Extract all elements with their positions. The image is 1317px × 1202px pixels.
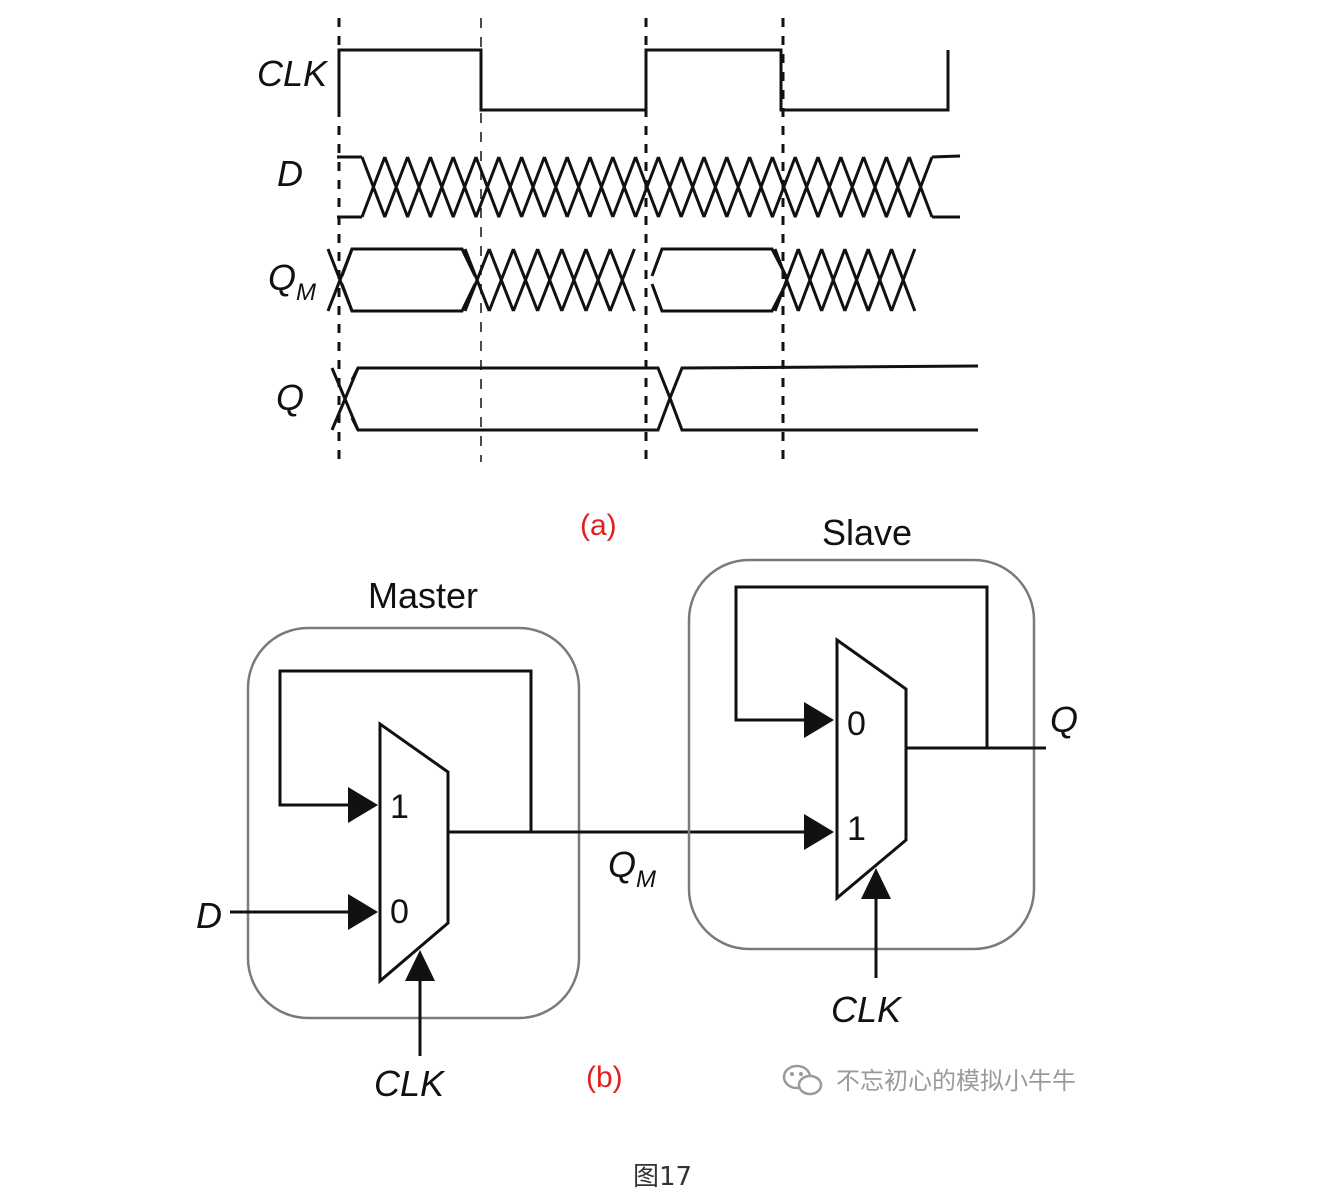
master-input-0-arrow bbox=[348, 894, 378, 930]
master-latch: Master 1 0 bbox=[230, 575, 581, 1056]
master-label: Master bbox=[368, 575, 478, 616]
slave-clk-arrow bbox=[861, 868, 891, 899]
master-clk-label: CLK bbox=[374, 1063, 446, 1104]
qm-signal-main: Q bbox=[268, 257, 296, 298]
wechat-icon bbox=[782, 1064, 823, 1096]
d-waveform bbox=[337, 154, 961, 219]
master-feedback-wire bbox=[278, 669, 533, 832]
clk-signal-label: CLK bbox=[257, 53, 329, 94]
qm-node-main: Q bbox=[608, 844, 636, 885]
slave-mux bbox=[835, 637, 908, 902]
d-signal-label: D bbox=[277, 153, 303, 194]
q-waveform bbox=[330, 364, 979, 432]
slave-clk-label: CLK bbox=[831, 989, 903, 1030]
q-signal-label: Q bbox=[276, 377, 304, 418]
input-d-label: D bbox=[196, 895, 222, 936]
timing-diagram: CLK D QM Q bbox=[257, 18, 979, 462]
master-clk-arrow bbox=[405, 950, 435, 981]
d-crossings bbox=[360, 156, 934, 218]
slave-pin-1: 1 bbox=[847, 810, 866, 848]
qm-node-label: QM bbox=[608, 844, 656, 893]
circuit-diagram: Master 1 0 D CLK QM Slave bbox=[196, 512, 1078, 1104]
figure-caption: 图17 bbox=[633, 1162, 692, 1192]
clk-waveform bbox=[337, 48, 950, 112]
master-box bbox=[246, 626, 581, 1020]
slave-label: Slave bbox=[822, 512, 912, 553]
master-input-1-arrow bbox=[348, 787, 378, 823]
qm-crossings-2 bbox=[773, 248, 917, 312]
output-q-label: Q bbox=[1050, 699, 1078, 740]
qm-signal-label: QM bbox=[268, 257, 316, 306]
qm-node-subscript: M bbox=[636, 866, 656, 893]
subfigure-label-a: (a) bbox=[580, 509, 617, 542]
slave-box bbox=[687, 558, 1036, 951]
slave-pin-0: 0 bbox=[847, 705, 866, 743]
slave-input-0-arrow bbox=[804, 702, 834, 738]
slave-input-1-arrow bbox=[804, 814, 834, 850]
master-pin-1: 1 bbox=[390, 788, 409, 826]
master-mux bbox=[378, 721, 450, 985]
subfigure-label-b: (b) bbox=[586, 1061, 623, 1094]
qm-crossings-1 bbox=[463, 248, 636, 312]
watermark-text: 不忘初心的模拟小牛牛 bbox=[836, 1067, 1076, 1095]
master-pin-0: 0 bbox=[390, 893, 409, 931]
qm-waveform bbox=[326, 247, 917, 313]
slave-latch: Slave 0 1 bbox=[687, 512, 1046, 978]
watermark: 不忘初心的模拟小牛牛 bbox=[782, 1064, 1076, 1096]
qm-signal-subscript: M bbox=[296, 279, 316, 306]
slave-feedback-wire bbox=[734, 585, 989, 748]
